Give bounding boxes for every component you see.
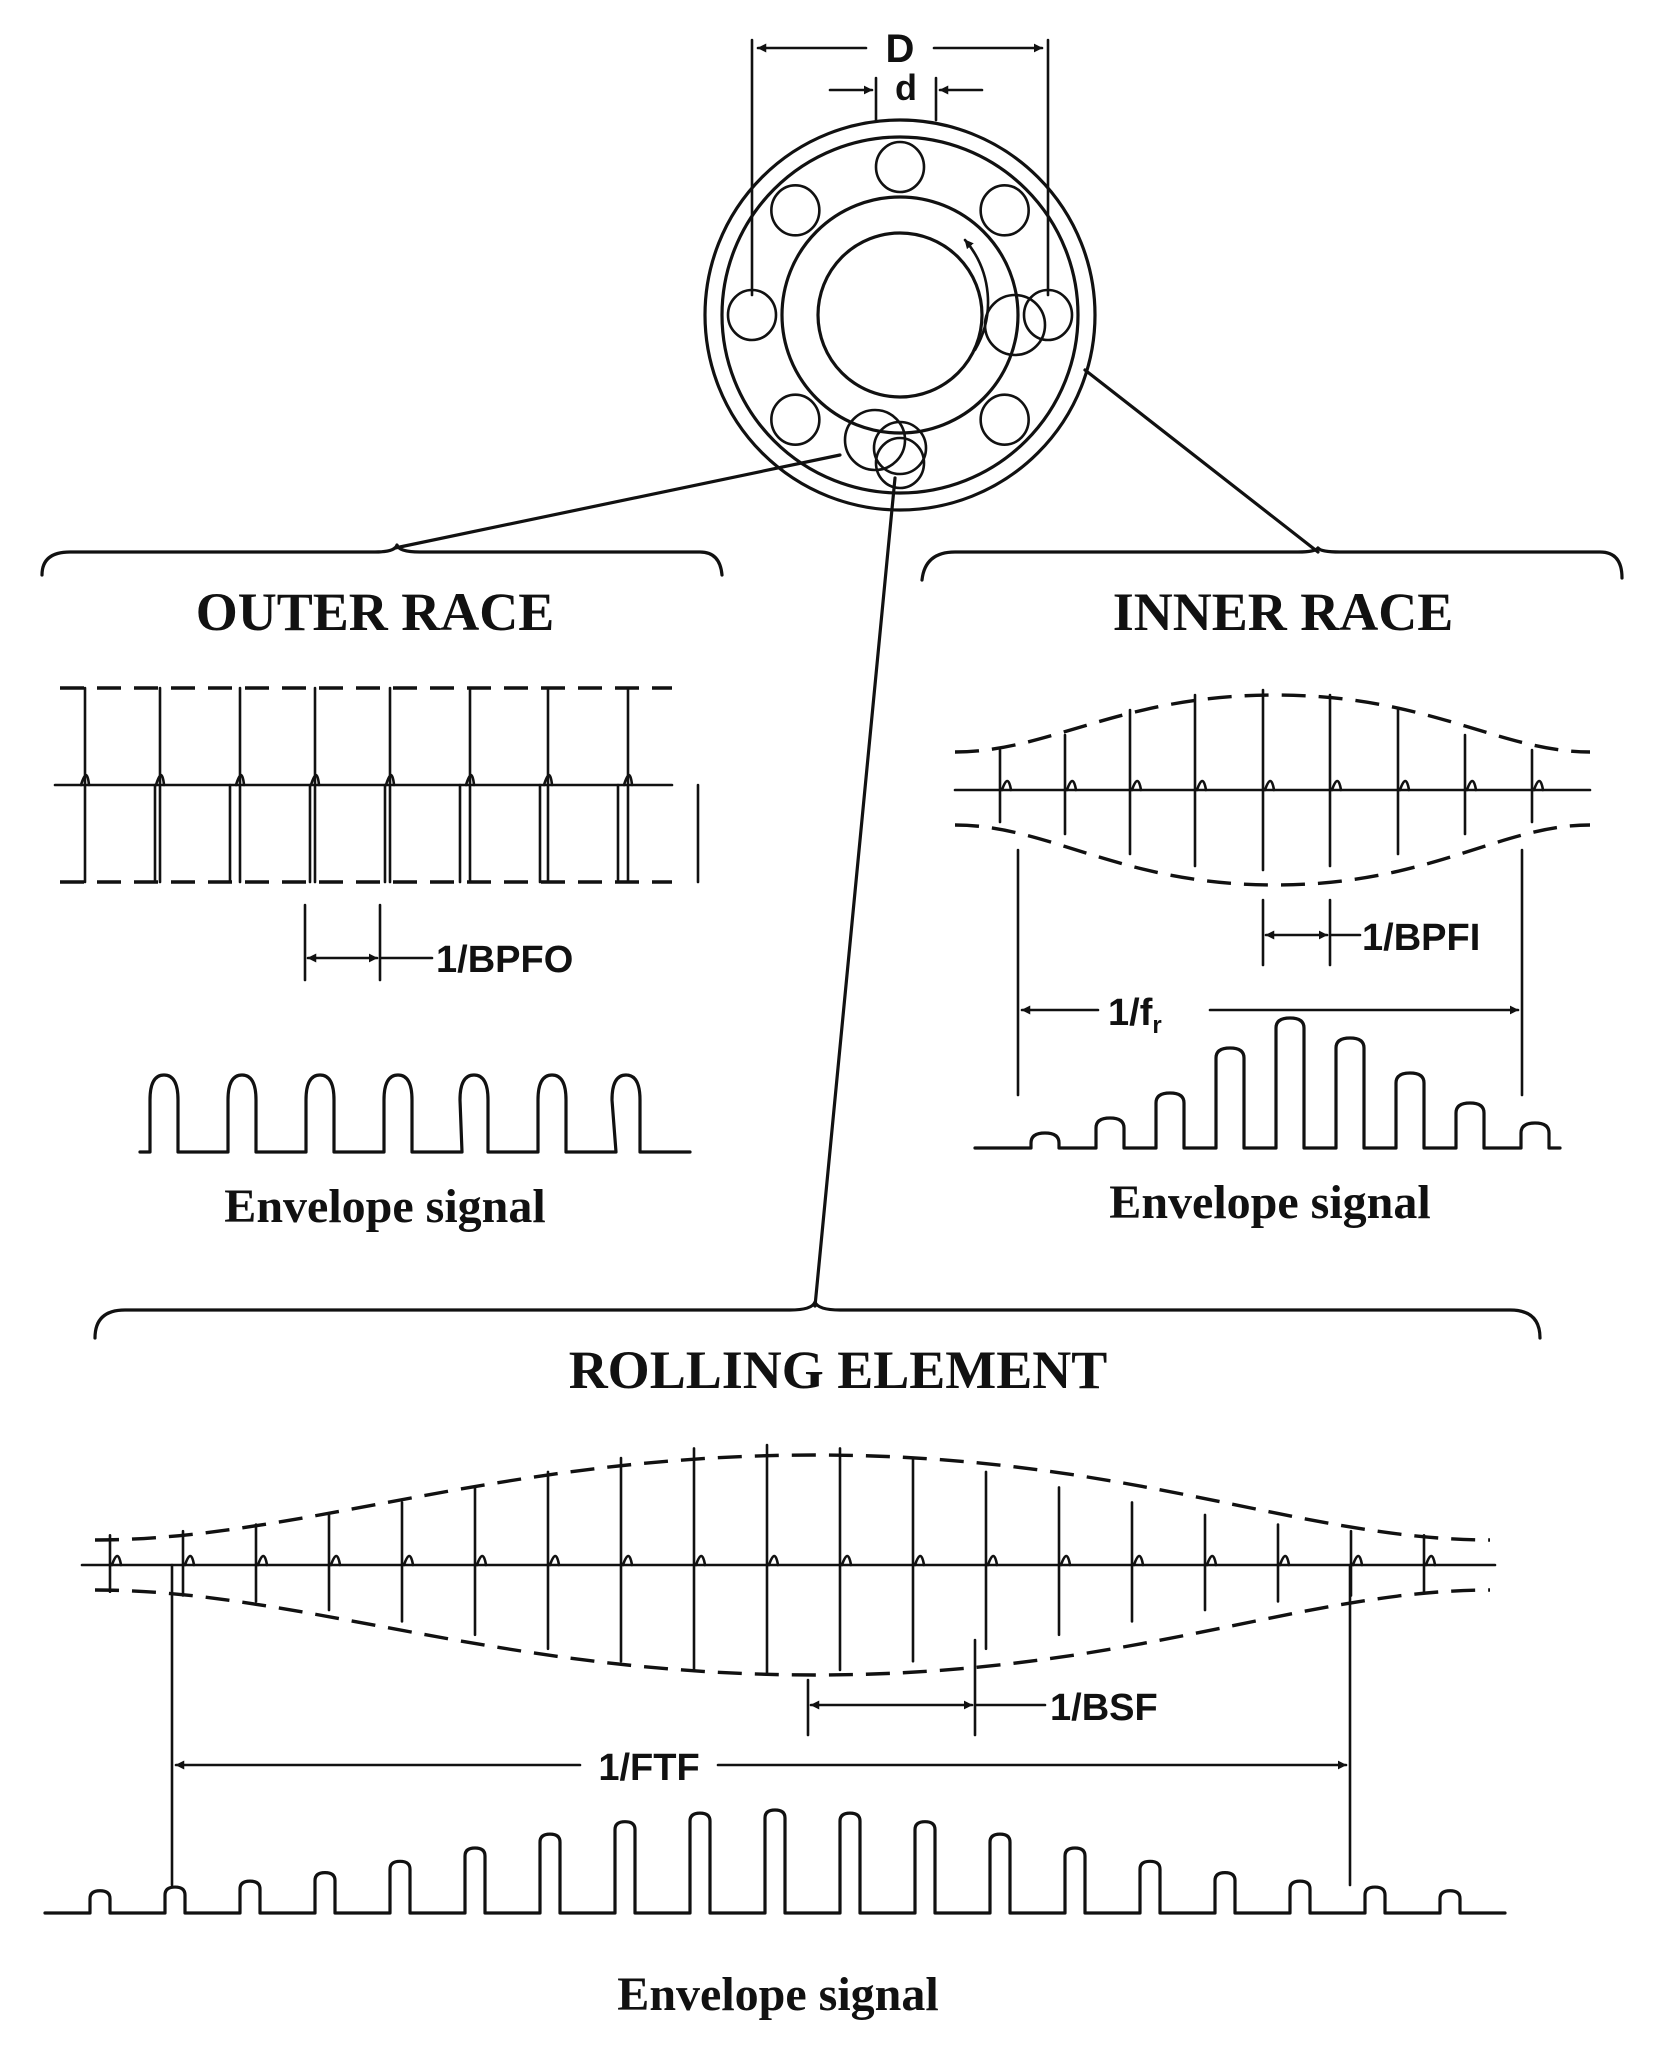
ball-3 — [1022, 288, 1074, 342]
leader-rolling-element — [813, 476, 897, 1308]
rolling-element-impulse-16 — [1203, 1513, 1218, 1612]
outer-race-impulse-3 — [234, 686, 312, 884]
outer-race-impulse-1 — [79, 686, 157, 884]
ball-2 — [979, 184, 1030, 237]
rolling-element-impulse-18 — [1349, 1529, 1364, 1597]
inner-race-signal — [953, 688, 1592, 872]
ball-6 — [770, 393, 821, 446]
inner-race-impulse-9 — [1530, 748, 1545, 824]
outer-race-impulse-7 — [542, 686, 620, 884]
ball-5 — [874, 436, 926, 490]
rolling-element-impulse-6 — [473, 1486, 488, 1637]
rolling-element-title: ROLLING ELEMENT — [569, 1340, 1108, 1400]
inner-race-impulse-4 — [1193, 693, 1208, 868]
rolling-element-impulse-1 — [108, 1533, 123, 1594]
ball-4 — [979, 393, 1030, 446]
label-d: d — [895, 67, 917, 108]
rolling-element-panel: ROLLING ELEMENT 1/BSF 1/FTF Envelope sig… — [43, 1340, 1507, 2021]
outer-race-panel: OUTER RACE 1/BPFO Envelope signal — [53, 582, 700, 1233]
outer-race-envelope-signal — [138, 1073, 692, 1154]
rolling-element-impulse-17 — [1276, 1523, 1291, 1603]
ftf-label: 1/FTF — [598, 1747, 699, 1789]
outer-race-impulse-5 — [384, 686, 462, 884]
rolling-element-impulse-4 — [327, 1513, 342, 1612]
brace-outer-race — [40, 543, 724, 577]
rolling-element-impulse-10 — [765, 1443, 780, 1675]
fr-label-subscript: r — [1152, 1012, 1161, 1039]
outer-race-impulse-8 — [622, 686, 700, 884]
bore-circle — [816, 231, 984, 399]
outer-ring-outer — [703, 118, 1097, 512]
outer-race-title: OUTER RACE — [196, 582, 555, 642]
inner-race-impulse-6 — [1328, 693, 1343, 868]
brace-rolling-element — [93, 1300, 1542, 1340]
inner-race-impulse-5 — [1261, 688, 1276, 872]
label-D: D — [886, 27, 915, 71]
rolling-element-signal — [80, 1443, 1497, 1675]
fr-label-main: 1/f — [1108, 992, 1153, 1034]
outer-race-signal — [53, 686, 700, 884]
inner-ring-outer — [780, 195, 1020, 435]
rolling-element-impulse-5 — [400, 1501, 415, 1623]
brace-inner-race — [920, 546, 1624, 582]
rotation-arrow-icon — [963, 238, 990, 352]
rolling-element-lower-envelope — [94, 1588, 1491, 1677]
ball-7 — [726, 288, 778, 342]
rolling-element-impulse-3 — [254, 1523, 269, 1603]
inner-race-impulse-2 — [1063, 733, 1078, 836]
inner-race-impulse-3 — [1128, 708, 1143, 856]
rolling-elements — [726, 140, 1074, 490]
bearing-illustration: D d — [703, 27, 1097, 512]
rolling-element-impulse-11 — [838, 1447, 853, 1672]
fr-label: 1/fr — [1108, 992, 1162, 1039]
inner-race-impulse-8 — [1463, 733, 1478, 836]
inner-fault-marker — [983, 293, 1047, 357]
rolling-element-impulse-8 — [619, 1456, 634, 1663]
rolling-element-impulse-15 — [1130, 1501, 1145, 1623]
rolling-element-impulse-19 — [1422, 1533, 1437, 1594]
bpfo-label: 1/BPFO — [436, 939, 573, 981]
inner-race-panel: INNER RACE 1/BPFI 1/fr Envelope signal — [953, 582, 1592, 1229]
bsf-label: 1/BSF — [1050, 1687, 1158, 1729]
inner-race-impulse-7 — [1396, 708, 1411, 856]
inner-race-impulse-1 — [998, 748, 1013, 824]
outer-race-impulse-4 — [309, 686, 387, 884]
leader-outer-race — [393, 453, 842, 550]
leader-inner-race — [1083, 368, 1320, 554]
ball-fault-marker — [843, 408, 907, 472]
rolling-element-impulse-14 — [1057, 1486, 1072, 1637]
rolling-element-envelope-signal — [43, 1808, 1507, 1915]
rolling-element-impulse-9 — [692, 1447, 707, 1672]
outer-race-impulse-2 — [154, 686, 232, 884]
rolling-element-impulse-12 — [911, 1456, 926, 1663]
outer-ring-inner — [720, 135, 1080, 495]
inner-race-lower-envelope — [954, 823, 1591, 887]
bpfi-label: 1/BPFI — [1362, 917, 1480, 959]
rolling-element-upper-envelope — [94, 1453, 1491, 1542]
rolling-element-envelope-caption: Envelope signal — [617, 1968, 938, 2021]
rolling-element-impulse-7 — [546, 1470, 561, 1651]
outer-fault-marker — [872, 420, 928, 476]
inner-race-upper-envelope — [954, 693, 1591, 754]
ball-8 — [770, 184, 821, 237]
rolling-element-impulse-13 — [984, 1470, 999, 1651]
ball-1 — [874, 140, 926, 194]
inner-race-title: INNER RACE — [1113, 582, 1454, 642]
rolling-element-impulse-2 — [181, 1529, 196, 1597]
outer-race-envelope-caption: Envelope signal — [224, 1180, 545, 1233]
outer-race-impulse-6 — [464, 686, 542, 884]
inner-race-envelope-caption: Envelope signal — [1109, 1176, 1430, 1229]
inner-race-envelope-signal — [973, 1016, 1562, 1150]
